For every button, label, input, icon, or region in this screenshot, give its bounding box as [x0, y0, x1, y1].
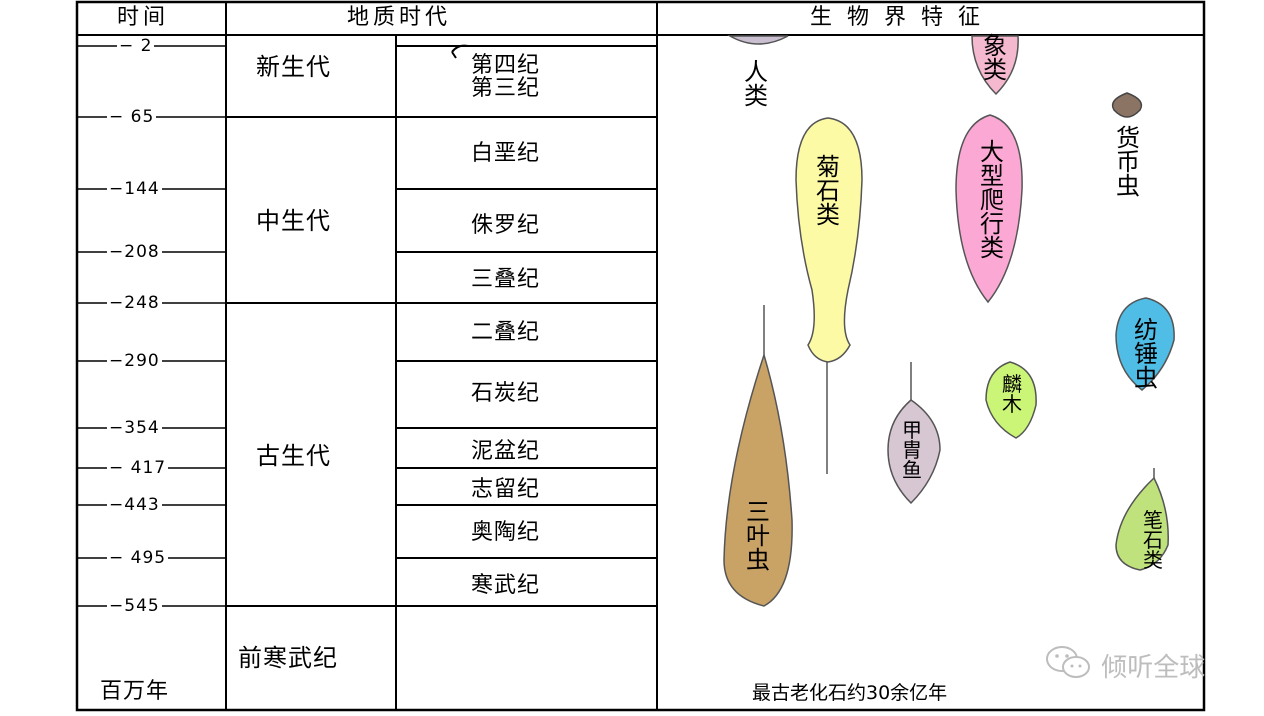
tick-label: −545: [107, 596, 162, 616]
elephants-shape: [971, 35, 1019, 96]
tick-label: −248: [107, 293, 162, 313]
tick-label: −443: [107, 495, 162, 515]
tick-label: − 2: [117, 36, 155, 56]
arrow-icon: [451, 44, 469, 59]
period-jurassic: 侏罗纪: [471, 213, 541, 238]
label-humans: 人类: [744, 58, 768, 110]
period-cambrian: 寒武纪: [471, 573, 541, 598]
fusulinids-shape: [1115, 297, 1175, 391]
tick-label: − 65: [107, 107, 157, 127]
ammonites-shape: [795, 117, 863, 363]
graptolites-shape: [1115, 476, 1169, 571]
label-trilobites: 三叶虫: [746, 498, 770, 574]
period-triassic: 三叠纪: [471, 267, 541, 292]
watermark-text: 倾听全球: [1101, 653, 1206, 683]
tick-label: −290: [107, 351, 162, 371]
period-tertiary: 第三纪: [471, 76, 541, 101]
label-fusulinids: 纺锤虫: [1134, 316, 1158, 392]
label-nummulites: 货币虫: [1116, 124, 1140, 200]
era-cenozoic: 新生代: [256, 53, 331, 81]
header-life: 生 物 界 特 征: [810, 5, 984, 30]
time-unit-label: 百万年: [100, 679, 170, 704]
humans-shape: [727, 35, 789, 45]
period-silurian: 志留纪: [471, 477, 541, 502]
tick-label: −354: [107, 418, 162, 438]
lepidodendron-shape: [985, 361, 1037, 439]
large-reptiles-shape: [955, 114, 1023, 304]
oldest-fossil-note: 最古老化石约30余亿年: [752, 682, 948, 704]
nummulites-shape: [1111, 92, 1143, 118]
trilobites-shape: [723, 352, 793, 607]
tick-label: − 495: [107, 548, 169, 568]
era-mesozoic: 中生代: [256, 207, 331, 235]
label-ammonites: 菊石类: [816, 153, 840, 229]
period-quaternary: 第四纪: [471, 53, 541, 78]
label-lepidodendron: 麟木: [1002, 372, 1022, 416]
label-ostracoderms: 甲胄鱼: [902, 418, 922, 482]
tick-label: −208: [107, 242, 162, 262]
period-permian: 二叠纪: [471, 320, 541, 345]
period-devonian: 泥盆纪: [471, 439, 541, 464]
period-cretaceous: 白垩纪: [471, 141, 541, 166]
period-ordovician: 奥陶纪: [471, 520, 541, 545]
tick-label: − 417: [107, 458, 169, 478]
ostracoderms-shape: [887, 399, 941, 505]
label-elephants: 象类: [983, 32, 1007, 84]
label-large-reptiles: 大型爬行类: [980, 138, 1004, 262]
era-paleozoic: 古生代: [256, 442, 331, 470]
wechat-icon: [1043, 643, 1093, 688]
period-carboniferous: 石炭纪: [471, 381, 541, 406]
watermark: 倾听全球: [1043, 643, 1205, 688]
tick-label: −144: [107, 179, 162, 199]
header-time: 时间: [117, 5, 170, 30]
era-precambrian: 前寒武纪: [238, 644, 338, 672]
header-period: 地质时代: [347, 5, 452, 30]
label-graptolites: 笔石类: [1143, 508, 1163, 572]
